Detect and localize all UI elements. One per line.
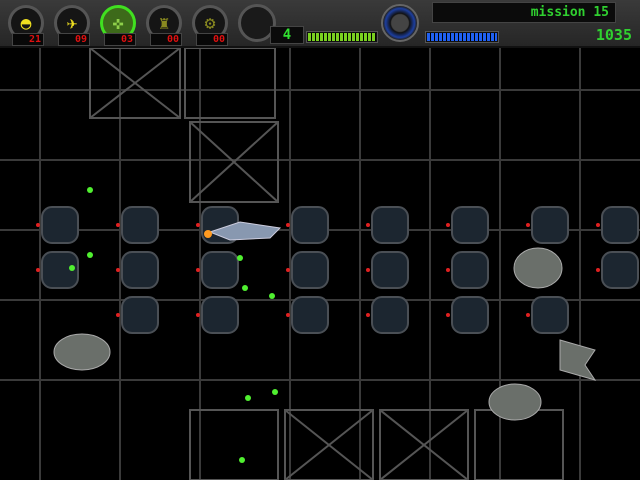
station-pod	[41, 206, 79, 244]
energy-gauge-icon	[381, 4, 419, 42]
red-light	[36, 223, 40, 227]
station-pod	[451, 296, 489, 334]
red-light	[366, 268, 370, 272]
station-pod	[291, 206, 329, 244]
lives-count: 4	[270, 26, 304, 44]
station-pod	[601, 251, 639, 289]
red-light	[286, 268, 290, 272]
weapon-count: 03	[104, 33, 136, 46]
weapon-count: 00	[196, 33, 228, 46]
station-pod	[371, 296, 409, 334]
energy-bar	[425, 31, 499, 43]
red-light	[366, 223, 370, 227]
weapon-slot-missiles[interactable]: ✈09	[52, 3, 92, 47]
red-light	[196, 223, 200, 227]
station-pod	[41, 251, 79, 289]
red-light	[596, 268, 600, 272]
red-light	[446, 313, 450, 317]
red-light	[116, 223, 120, 227]
red-light	[446, 223, 450, 227]
red-light	[286, 313, 290, 317]
mission-label: mission 15	[432, 2, 616, 23]
station-pod	[121, 251, 159, 289]
red-light	[116, 313, 120, 317]
weapon-slot-pulse[interactable]: ◓21	[6, 3, 46, 47]
score: 1035	[595, 26, 632, 44]
lives-ship-icon	[238, 4, 276, 42]
green-projectiles	[69, 187, 278, 463]
station-pod	[291, 251, 329, 289]
weapon-count: 00	[150, 33, 182, 46]
hud-bar: ◓21✈09✜03♜00⚙00 4 mission 15 1035	[0, 0, 640, 48]
station-pod	[601, 206, 639, 244]
weapon-slot-turret[interactable]: ⚙00	[190, 3, 230, 47]
station-pod	[201, 251, 239, 289]
station-pod	[531, 206, 569, 244]
station-pod	[121, 296, 159, 334]
red-light	[526, 223, 530, 227]
station-pod	[371, 206, 409, 244]
station-pod	[201, 296, 239, 334]
station-pod	[291, 296, 329, 334]
shield-bar	[306, 31, 378, 43]
station-pod	[531, 296, 569, 334]
weapon-slot-laser[interactable]: ✜03	[98, 3, 138, 47]
red-light	[116, 268, 120, 272]
red-light	[196, 268, 200, 272]
red-light	[446, 268, 450, 272]
station-pod	[121, 206, 159, 244]
red-light	[196, 313, 200, 317]
red-light	[366, 313, 370, 317]
station-pod	[451, 206, 489, 244]
red-light	[596, 223, 600, 227]
weapon-count: 21	[12, 33, 44, 46]
station-pod	[451, 251, 489, 289]
player-ship	[204, 221, 282, 241]
weapon-slot-drone[interactable]: ♜00	[144, 3, 184, 47]
enemy-ship	[53, 247, 597, 421]
red-light	[526, 313, 530, 317]
station-grid	[0, 47, 640, 480]
red-light	[286, 223, 290, 227]
red-light	[36, 268, 40, 272]
weapon-count: 09	[58, 33, 90, 46]
station-pod	[371, 251, 409, 289]
